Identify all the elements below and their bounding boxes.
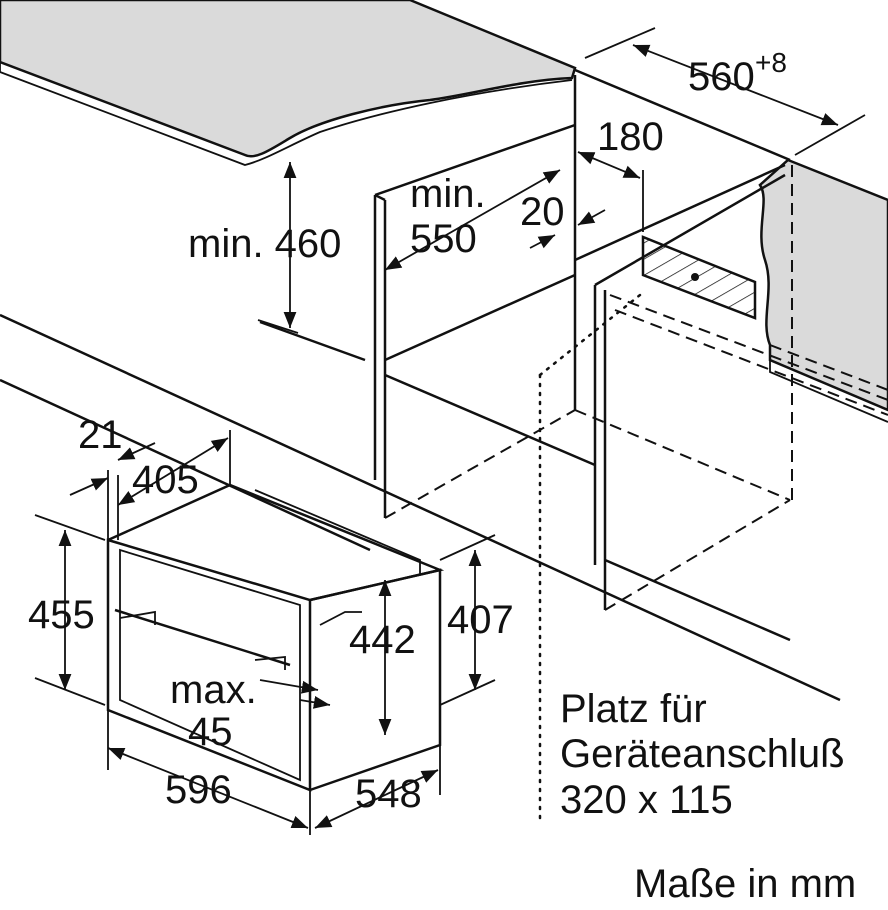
units-note: Maße in mm	[634, 862, 856, 906]
connection-note-line1: Platz für	[560, 687, 707, 731]
dim-oven-depth: 548	[355, 772, 422, 816]
hidden-lines	[384, 165, 888, 827]
cabinet-outline	[0, 68, 841, 702]
dim-niche-depth: 560	[688, 55, 755, 99]
dim-max-value: 45	[188, 710, 233, 754]
dim-oven-top-depth: 405	[132, 458, 199, 502]
connection-note-line3: 320 x 115	[560, 778, 733, 822]
dim-min-depth-value: 550	[410, 217, 477, 261]
dim-max-label: max.	[170, 668, 257, 712]
dim-oven-height: 455	[28, 593, 95, 637]
dim-oven-width: 596	[165, 768, 232, 812]
connection-note-line2: Geräteanschluß	[560, 732, 845, 776]
worktop-right-edge	[769, 360, 888, 423]
oven-latch	[319, 611, 362, 626]
dim-min-depth-label: min.	[410, 172, 486, 216]
worktop-left	[0, 0, 577, 158]
dim-oven-body-height: 407	[447, 598, 514, 642]
socket-icon	[691, 273, 699, 281]
socket-area	[641, 235, 757, 320]
dim-gap: 20	[520, 190, 565, 234]
dim-socket-offset: 180	[597, 115, 664, 159]
dim-oven-inner-height: 442	[349, 618, 416, 662]
oven-handle	[114, 608, 291, 667]
worktop-edge	[0, 62, 573, 166]
dim-min-height: min. 460	[188, 222, 341, 266]
dim-front-offset: 21	[78, 413, 123, 457]
dimension-lines	[34, 27, 866, 835]
dim-niche-depth-tolerance: +8	[755, 47, 787, 78]
